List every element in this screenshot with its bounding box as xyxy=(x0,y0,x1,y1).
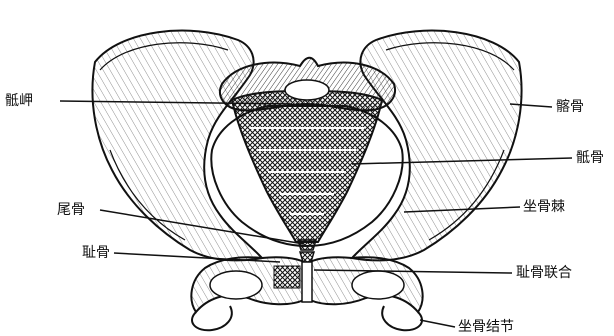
label-sacral-promontory: 骶岬 xyxy=(5,92,33,110)
label-coccyx: 尾骨 xyxy=(57,201,85,219)
label-ischial-spine: 坐骨棘 xyxy=(523,198,565,216)
label-pubic-symphysis: 耻骨联合 xyxy=(516,264,572,282)
right-obturator-foramen xyxy=(352,271,404,299)
pubic-symphysis-joint xyxy=(302,262,312,302)
label-ischial-tuberosity: 坐骨结节 xyxy=(458,318,514,336)
left-obturator-foramen xyxy=(210,271,262,299)
label-ilium: 髂骨 xyxy=(556,98,584,116)
label-pubis: 耻骨 xyxy=(82,244,110,262)
leader-ischial-tuberosity xyxy=(420,320,455,327)
label-sacrum: 骶骨 xyxy=(576,149,604,167)
